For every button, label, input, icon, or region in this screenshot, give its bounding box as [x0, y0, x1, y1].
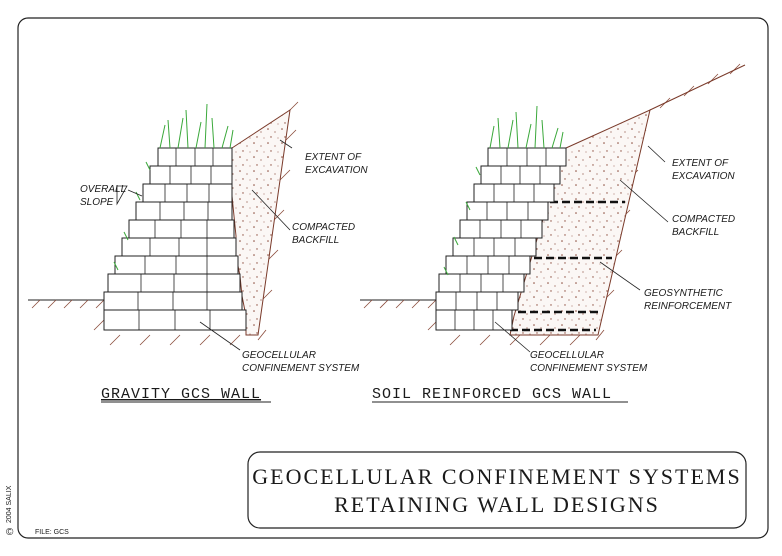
slope-label-line2: SLOPE — [80, 197, 114, 208]
title-block-line1: GEOCELLULAR CONFINEMENT SYSTEMS — [252, 464, 741, 489]
backfill-label-line2-left: BACKFILL — [292, 235, 339, 246]
ground-hatch-left — [31, 101, 299, 346]
gcs-label-line1-left: GEOCELLULAR — [242, 350, 316, 361]
copyright-symbol: © — [6, 527, 14, 538]
file-label: FILE: GCS — [35, 529, 69, 536]
geosynthetic-label-line1: GEOSYNTHETIC — [644, 288, 724, 299]
gcs-label-line1-right: GEOCELLULAR — [530, 350, 604, 361]
sheet-border — [17, 17, 769, 539]
soil-reinforced-wall-title: SOIL REINFORCED GCS WALL — [372, 386, 612, 403]
extent-label-line2-right: EXCAVATION — [672, 171, 735, 182]
gcs-block-wall-left — [103, 147, 247, 331]
copyright-text: 2004 SALIX — [6, 485, 13, 523]
backfill-label-line2-right: BACKFILL — [672, 227, 719, 238]
grass-right — [443, 105, 564, 276]
backfill-label-line1-left: COMPACTED — [292, 222, 355, 233]
gravity-wall-title: GRAVITY GCS WALL — [101, 386, 261, 403]
gcs-label-line2-left: CONFINEMENT SYSTEM — [242, 363, 360, 374]
slope-label-line1: OVERALL — [80, 184, 126, 195]
soil-reinforced-gcs-wall-diagram — [360, 63, 746, 353]
backfill-label-line1-right: COMPACTED — [672, 214, 735, 225]
geosynthetic-label-line2: REINFORCEMENT — [644, 301, 732, 312]
title-block — [247, 451, 747, 529]
gravity-gcs-wall-diagram — [28, 101, 299, 351]
extent-label-line1-left: EXTENT OF — [305, 152, 362, 163]
extent-label-line2-left: EXCAVATION — [305, 165, 368, 176]
extent-label-line1-right: EXTENT OF — [672, 158, 729, 169]
title-block-line2: RETAINING WALL DESIGNS — [334, 492, 660, 517]
gcs-block-wall-right — [435, 147, 567, 331]
gcs-label-line2-right: CONFINEMENT SYSTEM — [530, 363, 648, 374]
geosynthetic-reinforcement — [510, 200, 625, 332]
grass-left — [113, 103, 234, 271]
